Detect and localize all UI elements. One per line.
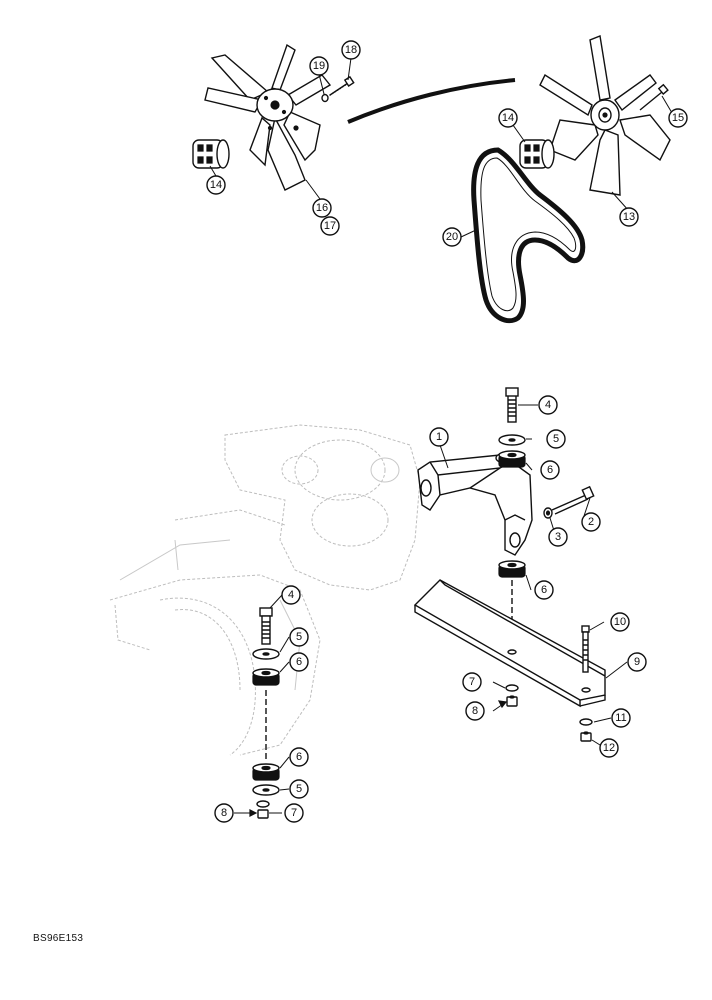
- svg-text:20: 20: [446, 231, 458, 243]
- svg-text:2: 2: [588, 516, 594, 528]
- callout-6: 6: [534, 580, 554, 600]
- fan-assembly-left: [204, 43, 332, 191]
- callout-9: 9: [627, 652, 647, 672]
- callout-7: 7: [462, 672, 482, 692]
- svg-text:6: 6: [541, 584, 547, 596]
- callout-14: 14: [498, 108, 518, 128]
- svg-text:6: 6: [296, 656, 302, 668]
- svg-text:8: 8: [221, 807, 227, 819]
- callout-4: 4: [538, 395, 558, 415]
- mount-bolt: [543, 485, 595, 519]
- svg-text:10: 10: [614, 616, 626, 628]
- spacer-right: [519, 139, 555, 169]
- callout-14: 14: [206, 175, 226, 195]
- svg-text:4: 4: [288, 589, 294, 601]
- svg-text:1: 1: [436, 431, 442, 443]
- drive-belt: [471, 147, 586, 324]
- spacer-left: [192, 139, 230, 169]
- svg-text:15: 15: [672, 112, 684, 124]
- callout-6: 6: [289, 652, 309, 672]
- callout-2: 2: [581, 512, 601, 532]
- rail-bolt: [581, 625, 590, 673]
- svg-text:5: 5: [296, 783, 302, 795]
- svg-text:14: 14: [502, 112, 514, 124]
- svg-text:3: 3: [555, 531, 561, 543]
- drawing-code-label: BS96E153: [33, 933, 84, 944]
- callout-20: 20: [442, 227, 462, 247]
- callout-5: 5: [289, 627, 309, 647]
- svg-text:18: 18: [345, 44, 357, 56]
- callout-7: 7: [284, 803, 304, 823]
- svg-text:13: 13: [623, 211, 635, 223]
- svg-text:6: 6: [296, 751, 302, 763]
- callout-6: 6: [540, 460, 560, 480]
- svg-text:4: 4: [545, 399, 551, 411]
- fan-assembly-right: [539, 35, 671, 196]
- fan-bolt-left: [321, 75, 355, 103]
- callout-11: 11: [611, 708, 631, 728]
- svg-text:6: 6: [547, 464, 553, 476]
- svg-text:12: 12: [603, 742, 615, 754]
- callout-8: 8: [465, 701, 485, 721]
- callout-8: 8: [214, 803, 234, 823]
- callout-1: 1: [429, 427, 449, 447]
- svg-text:17: 17: [324, 220, 336, 232]
- callout-5: 5: [546, 429, 566, 449]
- callout-13: 13: [619, 207, 639, 227]
- callout-16: 16: [312, 198, 332, 218]
- svg-text:7: 7: [291, 807, 297, 819]
- callout-4: 4: [281, 585, 301, 605]
- callout-5: 5: [289, 779, 309, 799]
- frame-rail: [413, 579, 606, 708]
- callout-17: 17: [320, 216, 340, 236]
- callout-19: 19: [309, 56, 329, 76]
- callout-18: 18: [341, 40, 361, 60]
- separator-curve: [347, 78, 516, 124]
- svg-text:8: 8: [472, 705, 478, 717]
- rear-mount-stack: [252, 607, 280, 819]
- callout-3: 3: [548, 527, 568, 547]
- callout-6: 6: [289, 747, 309, 767]
- svg-text:11: 11: [615, 712, 626, 724]
- callout-10: 10: [610, 612, 630, 632]
- engine-block-ghost: [109, 424, 421, 756]
- upper-isolator-stack: [498, 387, 526, 468]
- svg-text:9: 9: [634, 656, 640, 668]
- svg-text:14: 14: [210, 179, 222, 191]
- front-lower-isolator: [498, 560, 526, 650]
- svg-text:5: 5: [296, 631, 302, 643]
- svg-text:7: 7: [469, 676, 475, 688]
- leader-lines: [209, 57, 676, 817]
- svg-text:5: 5: [553, 433, 559, 445]
- front-washer-nut: [505, 684, 519, 707]
- callout-15: 15: [668, 108, 688, 128]
- callout-12: 12: [599, 738, 619, 758]
- svg-text:19: 19: [313, 60, 325, 72]
- svg-text:16: 16: [316, 202, 328, 214]
- rail-nuts: [579, 718, 593, 742]
- fan-bolt-right: [639, 83, 669, 111]
